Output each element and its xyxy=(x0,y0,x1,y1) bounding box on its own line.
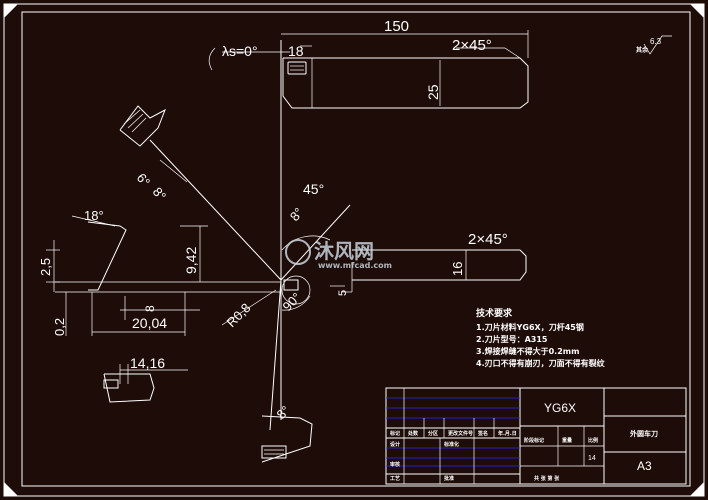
dim-20-04: 20,04 xyxy=(132,315,167,331)
dim-angle-8-upper: 8° xyxy=(287,205,306,224)
dim-14-16: 14,16 xyxy=(130,355,165,371)
watermark-brand: 沐风网 xyxy=(314,239,374,263)
dim-radius: R0,8 xyxy=(224,300,254,330)
tech-req-item-1: 1.刀片材料YG6X，刀杆45钢 xyxy=(476,322,584,332)
title-block-standard-label: 标准化 xyxy=(443,441,459,448)
tech-req-item-2: 2.刀片型号：A315 xyxy=(476,334,548,344)
top-view-shank xyxy=(208,30,529,420)
dim-shank-height: 25 xyxy=(425,84,441,100)
dim-0-2: 0,2 xyxy=(52,318,67,336)
main-view-tool-geometry xyxy=(46,105,527,463)
title-block-count-value: 14 xyxy=(588,455,596,462)
title-block-scale-label: 比例 xyxy=(588,437,598,444)
title-block-sheets-total: 共 张 第 张 xyxy=(534,475,560,482)
dim-shank-slot: 18 xyxy=(288,43,304,59)
title-block-approve-label: 批准 xyxy=(444,475,454,482)
tech-req-title: 技术要求 xyxy=(476,307,513,319)
title-block-part-name: 外圆车刀 xyxy=(630,429,658,438)
dim-inclination-angle: λs=0° xyxy=(222,43,258,59)
title-block-sign-label: 签名 xyxy=(477,430,488,437)
dim-9-42: 9,42 xyxy=(183,247,199,274)
title-block-material: YG6X xyxy=(544,401,576,415)
title-block-count-label: 处数 xyxy=(407,430,419,437)
dim-chamfer-top: 2×45° xyxy=(452,37,492,54)
tech-req-item-3: 3.焊接焊缝不得大于0.2mm xyxy=(476,346,579,356)
dim-2-5: 2,5 xyxy=(38,258,53,276)
roughness-symbol: 6.3 其余 xyxy=(636,35,672,55)
watermark-url: www.mfcad.com xyxy=(318,261,392,270)
title-block-process-label: 工艺 xyxy=(390,475,400,482)
dim-angle-8-lower: 8° xyxy=(274,403,293,422)
dim-5: 5 xyxy=(337,290,349,296)
title-block-weight-label: 重量 xyxy=(562,437,572,444)
roughness-note: 其余 xyxy=(636,46,649,54)
dim-chamfer-bottom: 2×45° xyxy=(468,231,508,248)
title-block-stage-label: 阶段标记 xyxy=(524,437,544,444)
technical-requirements: 技术要求 1.刀片材料YG6X，刀杆45钢 2.刀片型号：A315 3.焊接焊缝… xyxy=(476,307,606,368)
tech-req-item-4: 4.刃口不得有崩刃，刀面不得有裂纹 xyxy=(476,358,606,368)
sheet-border xyxy=(3,3,705,497)
dim-8: 8 xyxy=(143,305,157,312)
title-block-design-label: 设计 xyxy=(390,441,400,448)
watermark: 沐风网 www.mfcad.com xyxy=(285,239,392,270)
dim-angle-6: 6° xyxy=(134,170,153,189)
title-block-mark-label: 标记 xyxy=(389,430,400,437)
dim-angle-18: 18° xyxy=(84,208,104,223)
title-block-audit-label: 审核 xyxy=(390,461,400,468)
watermark-logo-icon xyxy=(285,239,311,265)
dim-shank-width-side: 16 xyxy=(450,262,465,276)
title-block-sheet-size: A3 xyxy=(637,459,652,473)
title-block-change-label: 更改文件号 xyxy=(448,430,473,437)
title-block-date-label: 年.月.日 xyxy=(498,430,517,437)
roughness-value: 6.3 xyxy=(650,37,662,46)
dim-overall-length: 150 xyxy=(384,18,409,35)
title-block-zone-label: 分区 xyxy=(428,430,438,437)
dim-angle-90: 90° xyxy=(280,290,305,315)
title-block xyxy=(385,387,687,485)
dim-angle-8-left: 8° xyxy=(150,184,169,203)
dim-angle-45: 45° xyxy=(303,181,324,197)
